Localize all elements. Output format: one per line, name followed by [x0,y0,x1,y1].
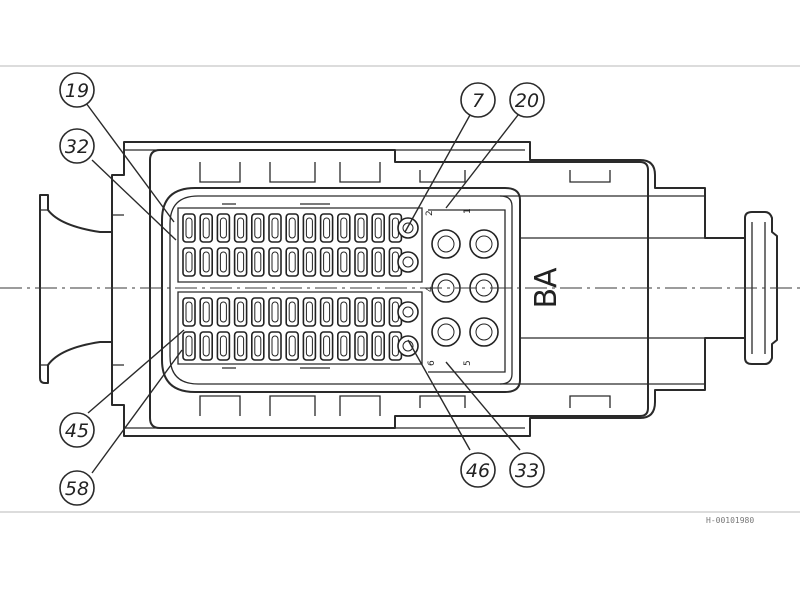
signal-pin-contact [374,335,382,357]
signal-pin-contact [219,251,227,273]
signal-pin-contact [305,251,313,273]
svg-text:19: 19 [65,80,89,102]
cavity-label-4: 4 [425,286,435,292]
signal-pin-contact [254,301,262,323]
signal-pin-contact [340,217,348,239]
signal-pin-contact [340,335,348,357]
signal-pin-contact [219,301,227,323]
power-pin-cavity [469,317,499,347]
power-pin-contact [437,235,455,253]
housing-marking: BA [529,267,564,309]
signal-pin-end-cavity [397,251,419,273]
cavity-label-2: 2 [425,210,435,216]
svg-text:46: 46 [466,460,490,482]
signal-pin-contact [305,335,313,357]
signal-pin-contact [202,251,210,273]
svg-text:20: 20 [515,90,539,112]
signal-pin-contact [202,301,210,323]
signal-pin-contact [374,217,382,239]
signal-pin-contact [288,217,296,239]
cavity-label-1: 1 [463,208,473,214]
svg-text:58: 58 [65,478,89,500]
cavity-label-6: 6 [427,360,437,366]
cavity-label-5: 5 [463,360,473,366]
callout-46: 46 [460,452,496,488]
signal-pin-contact [237,301,245,323]
signal-pin-contact [237,251,245,273]
signal-pin-contact [185,335,193,357]
signal-pin-contact [185,251,193,273]
svg-text:32: 32 [65,136,89,158]
power-pin-contact [437,323,455,341]
signal-pin-contact [254,217,262,239]
power-pin-cavity [469,229,499,259]
signal-pin-contact [340,251,348,273]
power-pin-contact [475,235,493,253]
signal-pin-end-cavity [397,301,419,323]
signal-pin-contact [340,301,348,323]
signal-pin-contact [271,217,279,239]
signal-pin-contact [374,301,382,323]
signal-pin-contact [237,335,245,357]
callout-45: 45 [59,412,95,448]
callout-58: 58 [59,470,95,506]
signal-pin-contact [237,217,245,239]
signal-pin-end-contact [402,306,414,318]
signal-pin-contact [185,301,193,323]
signal-pin-contact [288,251,296,273]
sheet-code: H-00101980 [706,516,754,525]
signal-pin-contact [271,301,279,323]
signal-pin-contact [305,301,313,323]
callout-leaders [85,102,521,474]
signal-pin-contact [202,335,210,357]
signal-pin-end-contact [402,222,414,234]
signal-pin-contact [323,301,331,323]
callout-19: 19 [59,72,95,108]
power-pin-cavity [431,317,461,347]
signal-pin-contact [357,217,365,239]
svg-text:45: 45 [65,420,89,442]
signal-pin-contact [202,217,210,239]
signal-pin-contact [288,335,296,357]
svg-text:7: 7 [472,90,484,112]
signal-pin-contact [323,251,331,273]
signal-pin-contact [357,301,365,323]
signal-pin-contact [357,335,365,357]
signal-pin-contact [323,335,331,357]
callout-7: 7 [460,82,496,118]
signal-pin-contact [357,251,365,273]
callout-33: 33 [509,452,545,488]
signal-pin-contact [219,217,227,239]
signal-pin-end-cavity [397,335,419,357]
signal-pin-contact [219,335,227,357]
power-pin-cavity [431,229,461,259]
svg-text:33: 33 [515,460,539,482]
signal-pin-contact [305,217,313,239]
signal-pin-contact [254,251,262,273]
signal-pin-contact [374,251,382,273]
signal-pin-end-contact [402,256,414,268]
signal-pin-contact [288,301,296,323]
signal-pin-contact [254,335,262,357]
callout-32: 32 [59,128,95,164]
power-pin-contact [475,323,493,341]
signal-pin-grid-upper [182,213,419,277]
signal-pin-contact [271,335,279,357]
signal-pin-contact [271,251,279,273]
callout-20: 20 [509,82,545,118]
signal-pin-contact [185,217,193,239]
signal-pin-grid-lower [182,297,419,361]
signal-pin-contact [323,217,331,239]
